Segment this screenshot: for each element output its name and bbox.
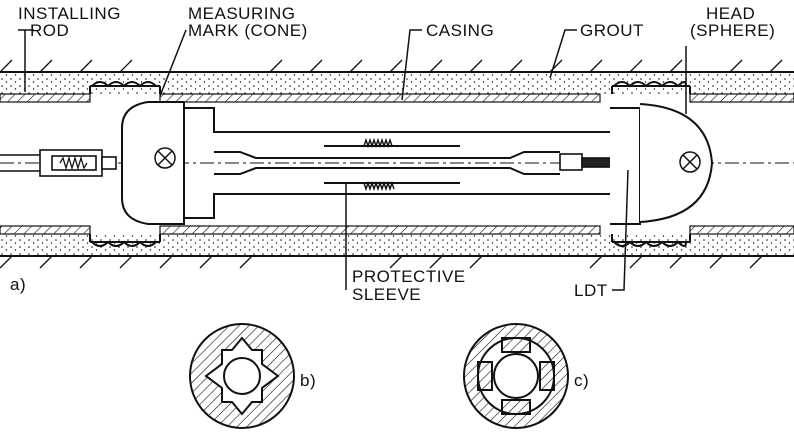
- label-part-b: b): [300, 371, 317, 390]
- pivot-left-icon: [154, 147, 176, 169]
- measuring-mark-left: [89, 81, 161, 247]
- label-casing: CASING: [426, 21, 495, 40]
- label-head-line1: HEAD: [706, 4, 756, 23]
- label-installing-rod-line2: ROD: [30, 21, 70, 40]
- label-protective-sleeve-line2: SLEEVE: [352, 285, 422, 304]
- label-head-line2: (SPHERE): [690, 21, 776, 40]
- cross-section-b: [189, 323, 295, 429]
- grout-bottom: [0, 234, 794, 257]
- grout-top: [0, 71, 794, 94]
- casing-top-wall: [0, 93, 794, 103]
- pivot-right-icon: [679, 151, 701, 173]
- label-protective-sleeve-line1: PROTECTIVE: [352, 267, 466, 286]
- casing-bottom-wall: [0, 225, 794, 235]
- label-grout: GROUT: [580, 21, 644, 40]
- label-part-c: c): [574, 371, 590, 390]
- label-installing-rod-line1: INSTALLING: [18, 4, 121, 23]
- sphere-head-right: [610, 103, 714, 225]
- probe-body: [184, 107, 610, 219]
- label-part-a: a): [10, 275, 27, 294]
- label-measuring-mark-line2: MARK (CONE): [188, 21, 308, 40]
- protective-sleeve: [324, 137, 460, 192]
- label-ldt: LDT: [574, 281, 608, 300]
- cone-head-left: [121, 101, 185, 225]
- cross-section-c: [463, 323, 569, 429]
- installing-rod: [0, 149, 117, 177]
- label-measuring-mark-line1: MEASURING: [188, 4, 296, 23]
- ground-hatch-bottom: [0, 255, 763, 269]
- ground-hatch-top: [0, 59, 783, 73]
- leader-lines: [18, 29, 687, 291]
